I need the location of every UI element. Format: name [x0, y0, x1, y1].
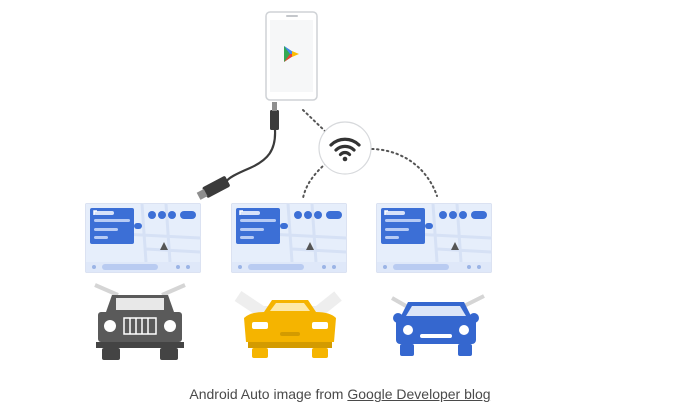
sedan-icon — [391, 294, 485, 356]
head-unit-screen-1 — [84, 202, 202, 274]
head-unit-screen-2 — [230, 202, 348, 274]
google-developer-blog-link[interactable]: Google Developer blog — [347, 386, 491, 402]
jeep-icon — [94, 283, 186, 360]
sports-car-icon — [234, 291, 342, 358]
play-store-icon — [284, 46, 299, 62]
figure-caption: Android Auto image from Google Developer… — [0, 386, 680, 402]
caption-prefix: Android Auto image from — [189, 386, 348, 402]
usb-cable-icon — [196, 102, 279, 200]
head-unit-screen-3 — [375, 202, 493, 274]
wifi-icon — [318, 121, 372, 175]
